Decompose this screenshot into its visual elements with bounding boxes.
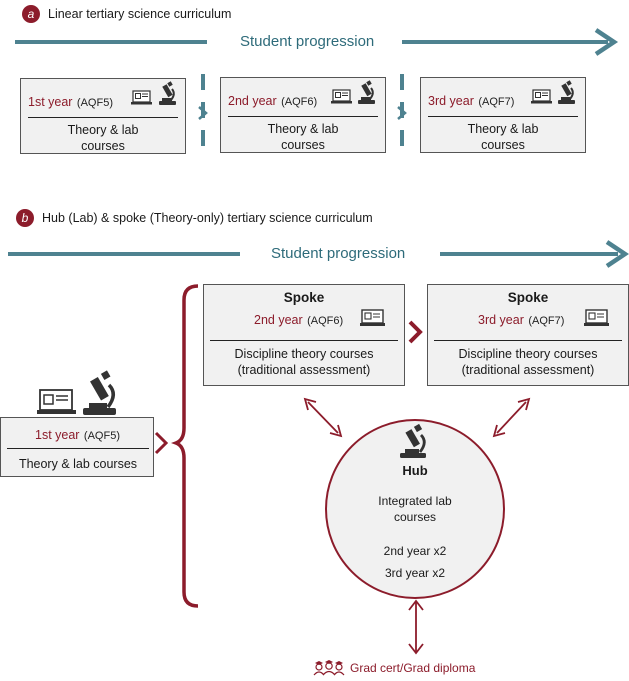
year-box-2-a: 2nd year (AQF6) Theory & lab courses xyxy=(220,77,386,153)
divider xyxy=(428,116,578,117)
year-heading: 2nd year (AQF6) xyxy=(254,311,343,329)
year-heading: 3rd year (AQF7) xyxy=(478,311,564,329)
aqf-label: (AQF5) xyxy=(83,430,120,442)
courses-label: Theory & lab courses xyxy=(67,123,139,153)
aqf-label: (AQF7) xyxy=(478,96,515,108)
microscope-icon xyxy=(83,370,116,415)
microscope-icon xyxy=(159,81,176,105)
year-heading: 2nd year (AQF6) xyxy=(228,92,317,110)
grad-label: Grad cert/Grad diploma xyxy=(350,661,476,675)
spoke-box-3rd-year: Spoke 3rd year (AQF7) Discipline theory … xyxy=(427,284,629,386)
progression-arrow-a xyxy=(15,28,619,56)
courses-label: Discipline theory courses (traditional a… xyxy=(458,347,598,377)
hub-second-year: 2nd year x2 xyxy=(383,544,447,558)
courses-label: Theory & lab courses xyxy=(467,122,539,152)
year-box-3-a: 3rd year (AQF7) Theory & lab courses xyxy=(420,77,586,153)
stage-connector-1 xyxy=(198,74,208,154)
divider xyxy=(7,448,149,449)
year-label: 1st year xyxy=(35,428,80,442)
divider xyxy=(434,340,622,341)
microscope-icon xyxy=(400,423,426,458)
microscope-icon xyxy=(358,80,375,104)
hub-third-year: 3rd year x2 xyxy=(384,566,446,580)
hub-description: Integrated lab courses xyxy=(378,494,452,524)
year-heading: 1st year (AQF5) xyxy=(28,93,113,111)
laptop-icon xyxy=(37,389,76,414)
aqf-label: (AQF5) xyxy=(76,97,113,109)
panel-b-badge: b xyxy=(16,209,34,227)
divider xyxy=(28,117,178,118)
panel-b-title: Hub (Lab) & spoke (Theory-only) tertiary… xyxy=(42,211,373,225)
laptop-icon xyxy=(331,89,352,104)
divider xyxy=(210,340,398,341)
aqf-label: (AQF6) xyxy=(281,96,318,108)
first-year-box-b: 1st year (AQF5) Theory & lab courses xyxy=(0,417,154,477)
progression-label-a: Student progression xyxy=(240,33,375,50)
courses-label: Theory & lab courses xyxy=(18,457,138,471)
year-heading: 1st year (AQF5) xyxy=(35,426,120,444)
progression-arrow-b xyxy=(8,240,629,268)
year-heading: 3rd year (AQF7) xyxy=(428,92,514,110)
aqf-label: (AQF6) xyxy=(307,315,344,327)
aqf-label: (AQF7) xyxy=(528,315,565,327)
year-label: 2nd year xyxy=(228,94,277,108)
courses-label: Discipline theory courses (traditional a… xyxy=(234,347,374,377)
divider xyxy=(228,116,378,117)
laptop-icon xyxy=(131,90,152,105)
spoke-title: Spoke xyxy=(283,290,325,305)
year-box-1-a: 1st year (AQF5) Theory & lab courses xyxy=(20,78,186,154)
panel-a-badge: a xyxy=(22,5,40,23)
courses-label: Theory & lab courses xyxy=(267,122,339,152)
panel-b-label: b Hub (Lab) & spoke (Theory-only) tertia… xyxy=(16,209,373,227)
stage-connector-2 xyxy=(397,74,407,154)
microscope-icon xyxy=(558,80,575,104)
year-label: 1st year xyxy=(28,95,73,109)
panel-a-title: Linear tertiary science curriculum xyxy=(48,7,232,21)
spoke-title: Spoke xyxy=(507,290,549,305)
graduates-icon xyxy=(313,660,345,676)
year-label: 2nd year xyxy=(254,313,303,327)
spoke-box-2nd-year: Spoke 2nd year (AQF6) Discipline theory … xyxy=(203,284,405,386)
year-label: 3rd year xyxy=(478,313,524,327)
laptop-icon xyxy=(584,309,609,326)
laptop-icon xyxy=(360,309,385,326)
panel-a-label: a Linear tertiary science curriculum xyxy=(22,5,231,23)
hub-title: Hub xyxy=(402,463,428,478)
progression-label-b: Student progression xyxy=(271,245,406,262)
laptop-icon xyxy=(531,89,552,104)
year-label: 3rd year xyxy=(428,94,474,108)
